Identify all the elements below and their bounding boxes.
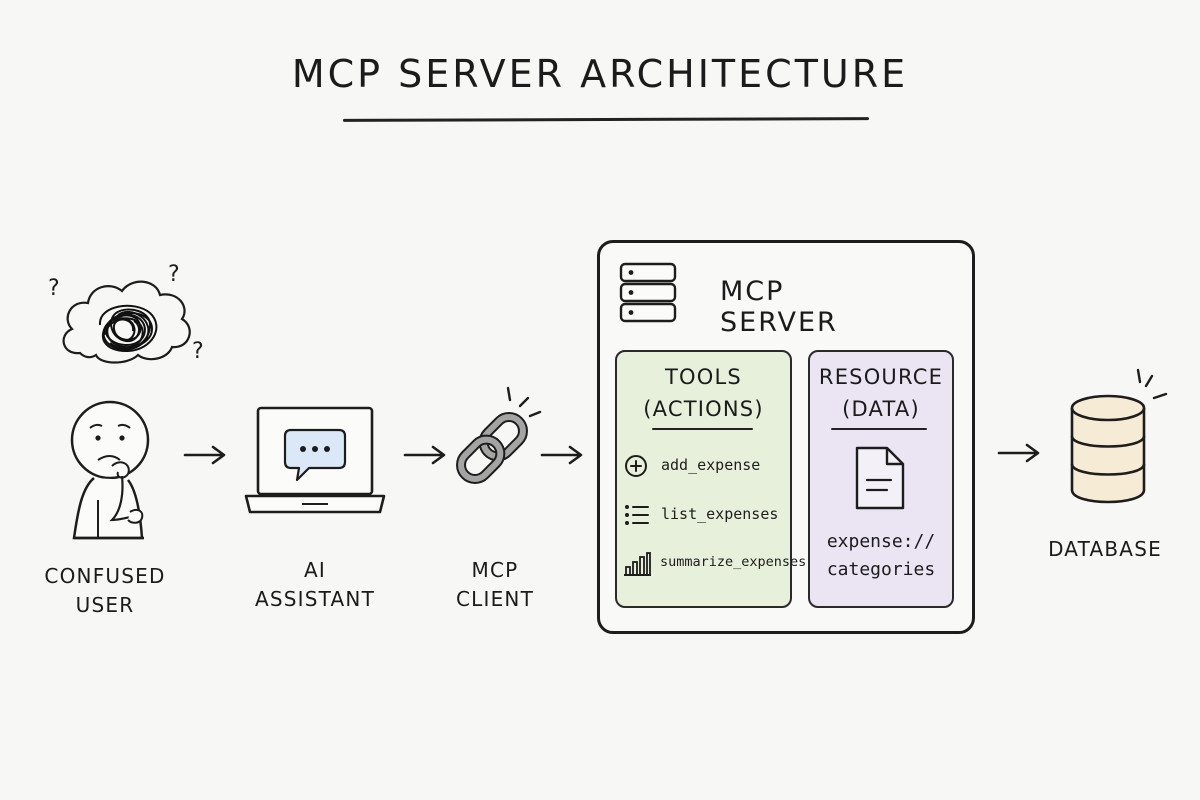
diagram-title: MCP SERVER ARCHITECTURE [291,52,909,96]
confused-user-label-line1: CONFUSED [44,564,166,588]
arrow-right-icon [183,445,226,465]
svg-text:?: ? [168,262,180,287]
resource-divider [831,428,927,430]
mcp-server-title: MCP SERVER [720,276,838,338]
bar-chart-icon [624,552,651,576]
confused-user-label: CONFUSED USER [30,562,180,620]
ai-assistant-label-line1: AI [304,558,326,582]
tools-heading: TOOLS (ACTIONS) [615,361,792,425]
resource-uri-line1: expense:// [826,531,936,552]
tool-list-expenses: list_expenses [661,505,779,523]
arrow-right-icon [997,443,1040,463]
chat-bubble-icon [283,428,347,482]
mcp-client-label: MCP CLIENT [420,556,570,614]
list-icon [625,505,649,525]
tool-add-expense: add_expense [661,456,761,474]
resource-uri-line2: categories [826,559,936,580]
tools-heading-line1: TOOLS [665,365,742,389]
resource-heading: RESOURCE (DATA) [808,361,954,425]
svg-text:?: ? [48,276,60,301]
arrow-right-icon [403,445,446,465]
title-underline [342,117,870,122]
confused-user-icon [70,400,150,540]
database-icon [1070,368,1168,504]
database-label: DATABASE [1048,537,1162,561]
plus-circle-icon [625,455,647,477]
ai-assistant-label-line2: ASSISTANT [255,587,375,611]
mcp-client-label-line2: CLIENT [455,587,535,611]
mcp-client-label-line1: MCP [471,558,519,582]
resource-heading-line1: RESOURCE [818,365,944,389]
svg-text:?: ? [192,339,204,364]
thought-cloud-icon: ? ? ? [48,262,204,364]
document-icon [855,446,905,510]
chain-link-icon [456,386,542,484]
tools-heading-line2: (ACTIONS) [643,397,764,421]
resource-uri: expense:// categories [808,528,954,584]
tool-summarize-expenses: summarize_expenses [660,554,807,570]
arrow-right-icon [540,445,583,465]
ai-assistant-label: AI ASSISTANT [240,556,390,614]
tools-divider [652,428,753,430]
confused-user-label-line2: USER [75,593,135,617]
resource-heading-line2: (DATA) [842,397,920,421]
server-rack-icon [619,262,677,323]
